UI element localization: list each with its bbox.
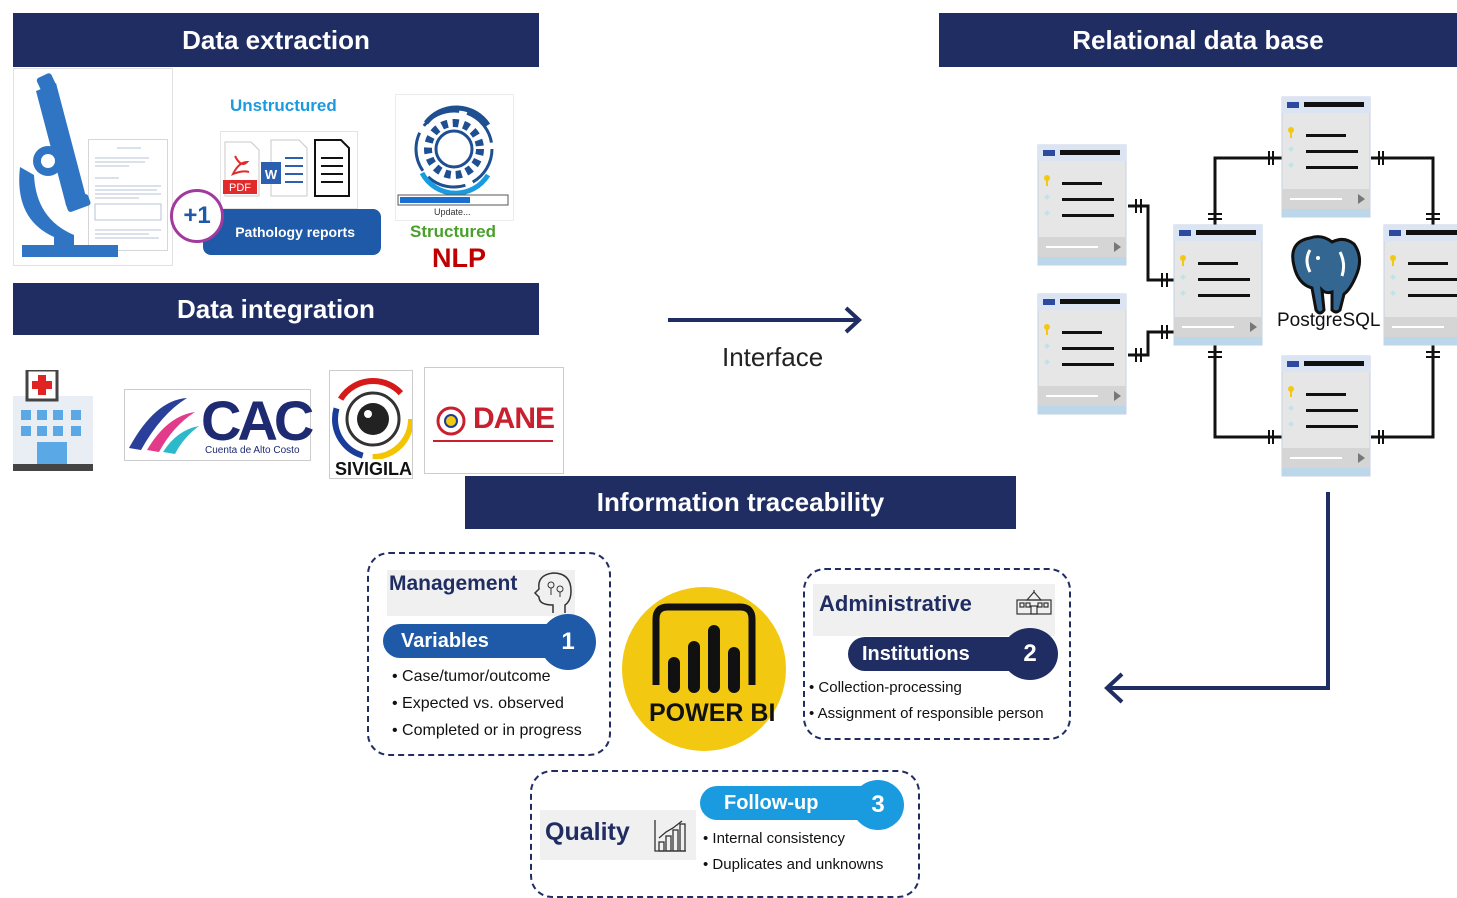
management-title-bg xyxy=(387,570,575,616)
cac-logo: CAC Cuenta de Alto Costo xyxy=(124,389,314,461)
plus-one-badge: +1 xyxy=(170,189,224,243)
management-item-1-text: Case/tumor/outcome xyxy=(402,668,551,685)
powerbi-bars-icon xyxy=(652,603,756,693)
microscope-report-panel xyxy=(13,68,173,266)
powerbi-text: POWER BI xyxy=(649,699,776,727)
quality-item-1: • Internal consistency xyxy=(703,830,845,847)
dane-logo: DANE xyxy=(424,367,564,474)
interface-arrow-icon xyxy=(668,306,862,334)
document-icons-panel: PDF W xyxy=(220,131,358,209)
administrative-item-2: • Assignment of responsible person xyxy=(809,705,1044,722)
administrative-item-1: • Collection-processing xyxy=(809,679,962,696)
report-lines-icon xyxy=(94,147,162,239)
step-3-badge: 3 xyxy=(852,780,904,830)
management-item-3-text: Completed or in progress xyxy=(402,722,582,739)
management-item-2: • Expected vs. observed xyxy=(392,695,564,712)
dane-text: DANE xyxy=(473,402,555,435)
return-arrow-icon xyxy=(1104,492,1330,704)
structured-label: Structured xyxy=(410,222,496,241)
sivigila-eye-icon xyxy=(332,378,412,459)
quality-title-bg xyxy=(540,810,696,860)
word-text: W xyxy=(265,167,278,182)
report-sheet xyxy=(88,139,168,251)
cac-subtitle: Cuenta de Alto Costo xyxy=(205,445,300,456)
variables-pill: Variables xyxy=(383,624,569,658)
dane-seal-icon xyxy=(436,406,466,436)
pdf-text: PDF xyxy=(229,182,251,194)
management-item-1: • Case/tumor/outcome xyxy=(392,668,551,685)
management-title: Management xyxy=(389,572,518,595)
institutions-pill: Institutions xyxy=(848,637,1032,671)
step-2-number: 2 xyxy=(1023,640,1037,667)
step-1-badge: 1 xyxy=(540,614,596,670)
information-traceability-header: Information traceability xyxy=(465,476,1016,529)
step-3-number: 3 xyxy=(871,791,885,818)
step-1-number: 1 xyxy=(561,628,575,655)
hospital-icon xyxy=(13,370,93,471)
data-extraction-header: Data extraction xyxy=(13,13,539,67)
unstructured-label: Unstructured xyxy=(230,96,337,115)
building-icon xyxy=(1016,590,1052,615)
management-box xyxy=(367,552,611,756)
database-diagram xyxy=(1037,96,1457,477)
microscope-icon xyxy=(19,73,118,257)
update-text: Update... xyxy=(434,207,471,217)
quality-item-2-text: Duplicates and unknowns xyxy=(712,856,884,873)
management-item-3: • Completed or in progress xyxy=(392,722,582,739)
sivigila-text: SIVIGILA xyxy=(335,459,413,479)
nlp-gear-panel: Update... xyxy=(395,94,514,221)
plus-one-text: +1 xyxy=(183,202,211,229)
administrative-item-2-text: Assignment of responsible person xyxy=(817,705,1044,722)
dane-rule xyxy=(433,440,553,442)
sivigila-logo: SIVIGILA xyxy=(329,370,413,479)
nlp-label: NLP xyxy=(432,243,486,273)
pathology-reports-label: Pathology reports xyxy=(235,224,355,240)
data-integration-header: Data integration xyxy=(13,283,539,335)
institutions-label: Institutions xyxy=(862,642,970,665)
step-2-badge: 2 xyxy=(1002,628,1058,680)
powerbi-logo: POWER BI xyxy=(622,587,786,751)
relational-database-header: Relational data base xyxy=(939,13,1457,67)
cac-swoosh-icon xyxy=(129,398,199,454)
management-item-2-text: Expected vs. observed xyxy=(402,695,564,712)
cac-text: CAC xyxy=(201,389,314,452)
pathology-reports-pill: Pathology reports xyxy=(203,209,381,255)
quality-item-1-text: Internal consistency xyxy=(712,830,845,847)
follow-up-label: Follow-up xyxy=(724,791,819,814)
variables-label: Variables xyxy=(401,629,489,652)
brain-head-icon xyxy=(533,572,572,613)
interface-label: Interface xyxy=(722,342,824,372)
administrative-item-1-text: Collection-processing xyxy=(818,679,962,696)
pdf-word-doc-icons: PDF W xyxy=(223,139,350,197)
quality-item-2: • Duplicates and unknowns xyxy=(703,856,884,873)
bar-chart-icon xyxy=(654,820,686,852)
administrative-box xyxy=(803,568,1071,740)
quality-title: Quality xyxy=(545,818,630,846)
postgresql-label: PostgreSQL xyxy=(1277,310,1381,331)
gear-update-icon xyxy=(397,105,509,206)
administrative-title-bg xyxy=(813,584,1055,636)
administrative-title: Administrative xyxy=(819,591,972,616)
